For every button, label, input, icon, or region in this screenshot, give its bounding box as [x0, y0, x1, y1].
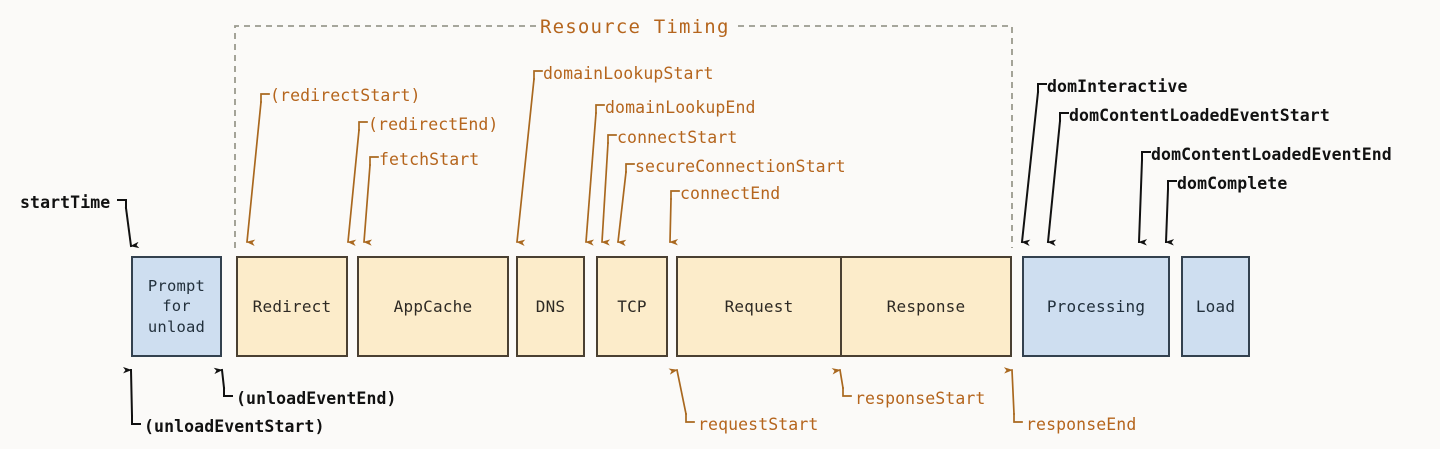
label-connect-end: connectEnd	[680, 184, 781, 203]
label-request-start: requestStart	[698, 415, 819, 434]
label-unload-event-start: (unloadEventStart)	[144, 417, 325, 436]
phase-box-prompt-for-unload[interactable]: Prompt for unload	[131, 256, 222, 357]
phase-box-load[interactable]: Load	[1181, 256, 1250, 357]
label-dom-content-loaded-event-start: domContentLoadedEventStart	[1069, 106, 1330, 125]
phase-box-redirect[interactable]: Redirect	[236, 256, 348, 357]
phase-box-response[interactable]: Response	[840, 256, 1012, 357]
label-dom-content-loaded-event-end: domContentLoadedEventEnd	[1151, 145, 1392, 164]
label-secure-connection-start: secureConnectionStart	[635, 157, 846, 176]
label-response-start: responseStart	[855, 389, 986, 408]
phase-box-request[interactable]: Request	[676, 256, 842, 357]
label-fetch-start: fetchStart	[379, 150, 480, 169]
label-domain-lookup-end: domainLookupEnd	[605, 98, 756, 117]
label-redirect-end: (redirectEnd)	[368, 115, 499, 134]
label-connect-start: connectStart	[617, 128, 738, 147]
label-start-time: startTime	[20, 193, 111, 212]
bracket-title: Resource Timing	[540, 16, 730, 38]
label-response-end: responseEnd	[1026, 415, 1137, 434]
phase-box-dns[interactable]: DNS	[516, 256, 585, 357]
label-redirect-start: (redirectStart)	[270, 86, 421, 105]
phase-box-processing[interactable]: Processing	[1022, 256, 1170, 357]
label-dom-interactive: domInteractive	[1047, 77, 1188, 96]
label-dom-complete: domComplete	[1177, 174, 1288, 193]
phase-box-appcache[interactable]: AppCache	[357, 256, 509, 357]
phase-box-tcp[interactable]: TCP	[596, 256, 668, 357]
label-domain-lookup-start: domainLookupStart	[543, 64, 714, 83]
label-unload-event-end: (unloadEventEnd)	[236, 389, 397, 408]
